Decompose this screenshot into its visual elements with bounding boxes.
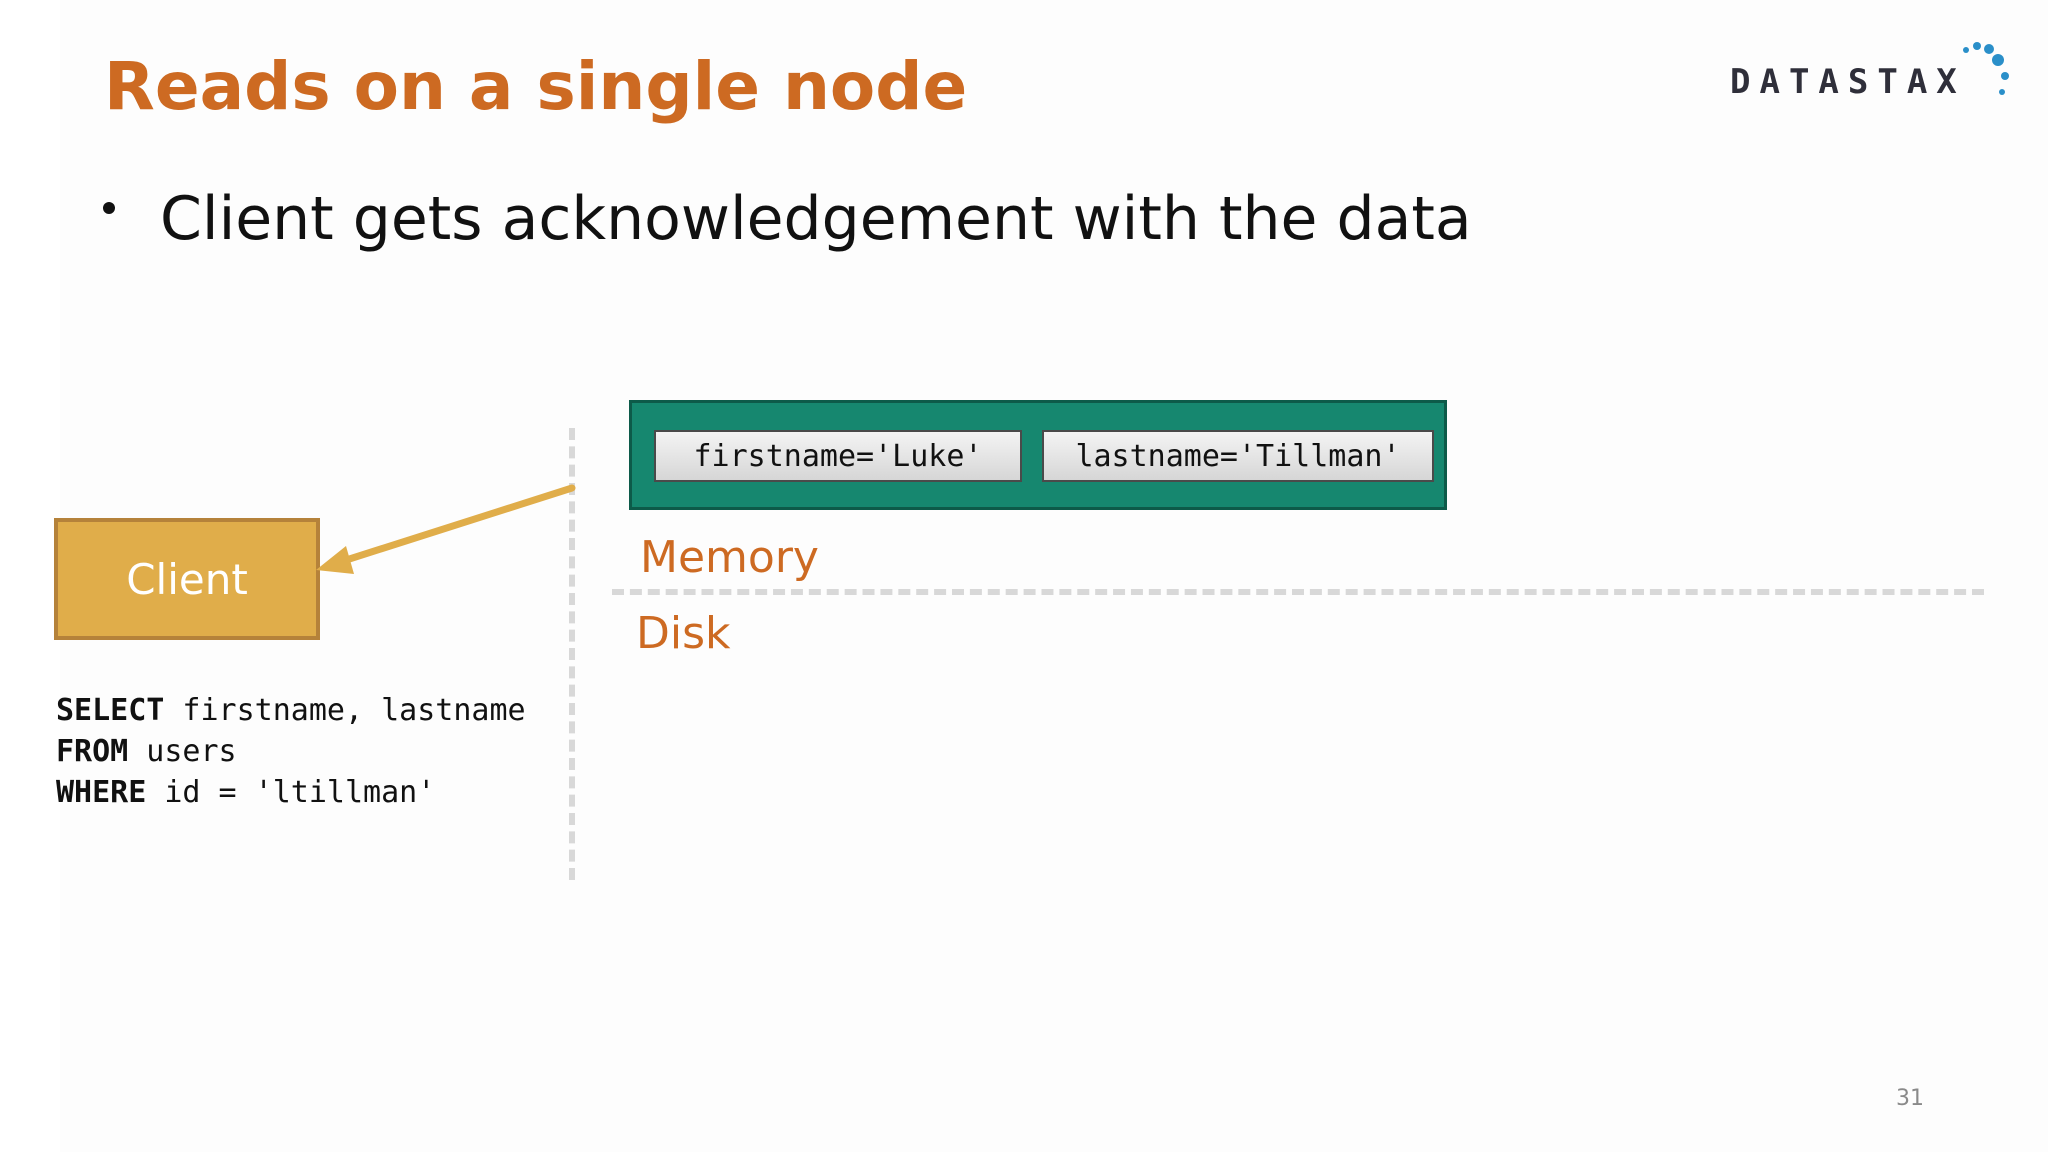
memtable-cell-lastname: lastname='Tillman' bbox=[1042, 430, 1434, 482]
memtable: firstname='Luke' lastname='Tillman' bbox=[629, 400, 1447, 510]
logo-wordmark: DATASTAX bbox=[1730, 62, 1966, 102]
bullet-text: Client gets acknowledgement with the dat… bbox=[160, 184, 1472, 254]
slide-background bbox=[60, 0, 2048, 1152]
logo-dots-icon bbox=[1963, 42, 2009, 95]
memory-label: Memory bbox=[640, 532, 819, 583]
slide-title: Reads on a single node bbox=[104, 48, 968, 125]
query-keyword-from: FROM bbox=[56, 734, 129, 769]
disk-label: Disk bbox=[636, 608, 731, 659]
cql-query: SELECT firstname, lastname FROM users WH… bbox=[56, 690, 526, 813]
client-node-divider bbox=[569, 428, 575, 880]
client-label: Client bbox=[126, 554, 248, 604]
query-line-2: users bbox=[128, 734, 237, 769]
query-keyword-where: WHERE bbox=[56, 775, 147, 810]
query-line-1: firstname, lastname bbox=[164, 693, 526, 728]
query-line-3: id = 'ltillman' bbox=[146, 775, 436, 810]
response-arrow bbox=[316, 484, 576, 574]
memory-disk-divider bbox=[612, 589, 1984, 595]
client-box: Client bbox=[54, 518, 320, 640]
query-keyword-select: SELECT bbox=[56, 693, 165, 728]
bullet-icon bbox=[103, 202, 115, 214]
datastax-logo: DATASTAX bbox=[1730, 40, 2020, 110]
page-number: 31 bbox=[1896, 1086, 1924, 1111]
memtable-cell-firstname: firstname='Luke' bbox=[654, 430, 1022, 482]
